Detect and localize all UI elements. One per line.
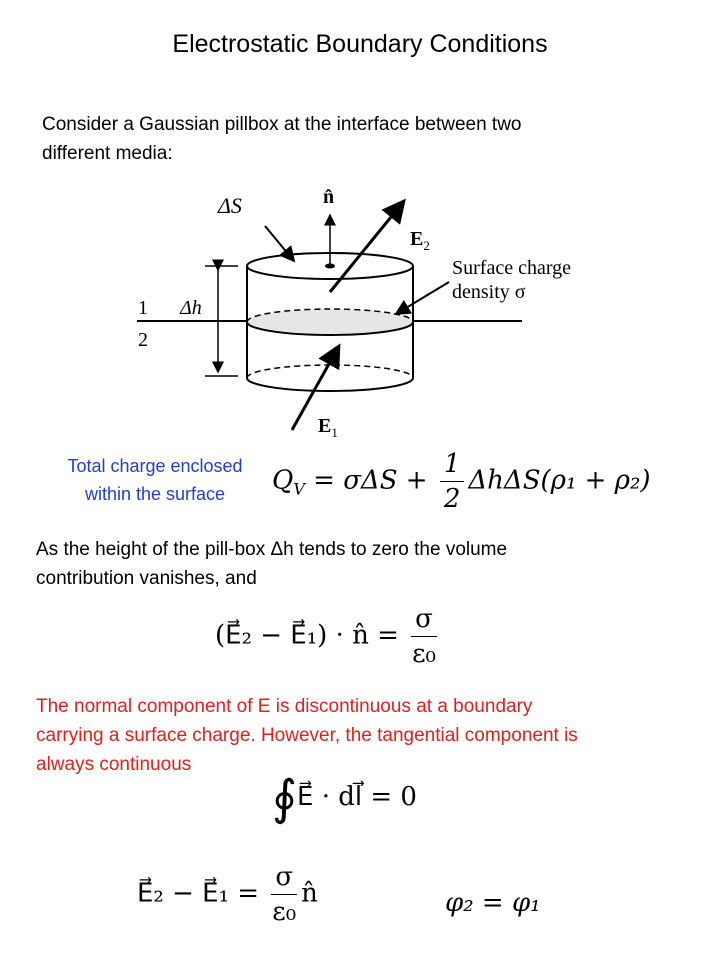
line-integral-equation: ∮E⃗ · dl⃗ = 0 bbox=[272, 770, 417, 826]
text-line: As the height of the pill-box Δh tends t… bbox=[36, 539, 508, 560]
charged-surface bbox=[247, 309, 413, 335]
delta-s-label: ΔS bbox=[217, 193, 242, 218]
intro-line: Consider a Gaussian pillbox at the inter… bbox=[42, 114, 522, 135]
height-text: As the height of the pill-box Δh tends t… bbox=[36, 535, 507, 593]
label-line: within the surface bbox=[84, 484, 226, 504]
area-arrow bbox=[264, 225, 296, 263]
n-hat-label: n̂ bbox=[323, 186, 334, 208]
medium-1-label: 1 bbox=[138, 297, 148, 319]
intro-text: Consider a Gaussian pillbox at the inter… bbox=[42, 110, 522, 168]
total-charge-label: Total charge enclosed within the surface bbox=[40, 452, 270, 508]
note-line: carrying a surface charge. However, the … bbox=[36, 725, 578, 746]
pillbox-diagram: ΔS n̂ E2 E1 Surface charge density σ 1 2… bbox=[137, 186, 571, 440]
e1-arrow bbox=[290, 343, 341, 431]
cylinder-bottom bbox=[246, 377, 414, 392]
charge-arrow bbox=[394, 281, 450, 316]
potential-equation: φ₂ = φ₁ bbox=[445, 888, 541, 918]
intro-line: different media: bbox=[42, 143, 173, 164]
surface-charge-label: density σ bbox=[452, 281, 526, 303]
e2-label: E2 bbox=[410, 228, 430, 253]
note-line: always continuous bbox=[36, 754, 192, 775]
slide-title: Electrostatic Boundary Conditions bbox=[172, 30, 548, 58]
continuity-note: The normal component of E is discontinuo… bbox=[36, 692, 578, 779]
surface-charge-label: Surface charge bbox=[452, 257, 571, 279]
text-line: contribution vanishes, and bbox=[36, 568, 257, 589]
e2-arrow bbox=[328, 198, 406, 293]
medium-2-label: 2 bbox=[138, 329, 148, 351]
note-line: The normal component of E is discontinuo… bbox=[36, 696, 533, 717]
e1-label: E1 bbox=[318, 415, 338, 440]
delta-h-label: Δh bbox=[179, 297, 202, 319]
label-line: Total charge enclosed bbox=[67, 456, 243, 476]
